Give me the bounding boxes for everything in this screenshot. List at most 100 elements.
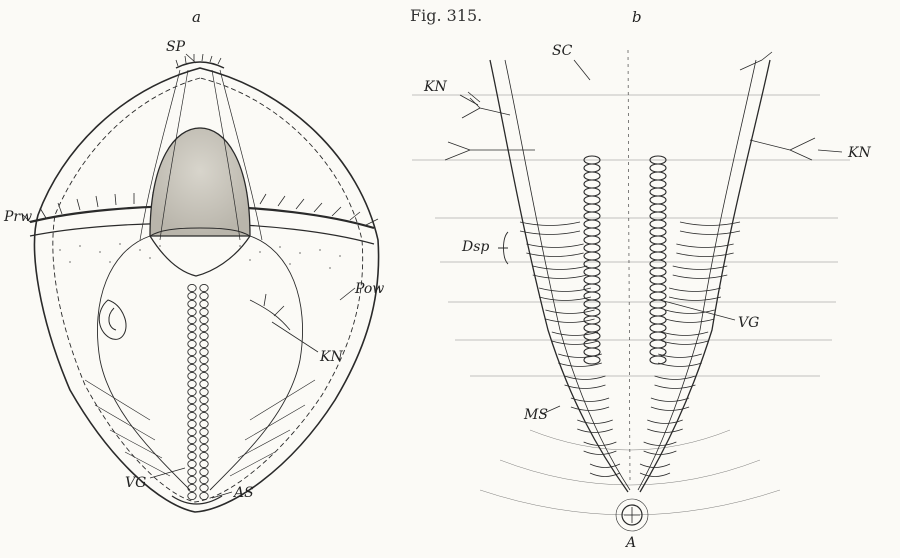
ganglion-bead (200, 484, 208, 491)
ganglion-bead (188, 364, 196, 371)
faint-lines (412, 95, 850, 376)
nerve-coil (584, 212, 600, 220)
ganglion-bead (200, 300, 208, 307)
label-a: A (626, 536, 636, 550)
sc-leader (574, 60, 590, 80)
label-pow: Pow (355, 282, 384, 296)
nerve-coil (584, 332, 600, 340)
nerve-coil (650, 204, 666, 212)
label-sp: SP (166, 40, 185, 54)
mesoderm-segment (669, 288, 721, 301)
ganglion-bead (188, 484, 196, 491)
label-ms: MS (524, 408, 548, 422)
ganglion-bead (200, 468, 208, 475)
label-kn-b-right: KN (848, 146, 871, 160)
trunk-wall-left-inner (505, 60, 630, 490)
larva-drawing (22, 54, 379, 512)
label-sc: SC (552, 44, 572, 58)
ganglion-bead (200, 476, 208, 483)
nerve-coil (650, 348, 666, 356)
posterior-striations (85, 380, 315, 476)
sp-leader (186, 54, 196, 63)
ganglion-bead (200, 308, 208, 315)
nerve-coil (650, 220, 666, 228)
nerve-coil (650, 196, 666, 204)
mesoderm-segment (533, 266, 588, 279)
nerve-coil (584, 172, 600, 180)
nerve-coil (650, 164, 666, 172)
nerve-coil (584, 228, 600, 236)
nerve-coil (650, 180, 666, 188)
mesoderm-segment (673, 266, 728, 279)
ganglion-bead (188, 324, 196, 331)
mesoderm-segment (665, 310, 714, 323)
nerve-coil (650, 188, 666, 196)
kn-branch (250, 294, 290, 330)
nerve-coil (584, 244, 600, 252)
label-kn-b-left: KN (424, 80, 447, 94)
trunk-wall-left (490, 60, 628, 492)
nerve-coil (584, 260, 600, 268)
mesoderm-segment (655, 376, 696, 389)
prototroch-stipple (59, 243, 341, 269)
mesoderm-segment (658, 354, 702, 367)
ganglion-bead (188, 356, 196, 363)
ganglion-bead (200, 452, 208, 459)
nerve-coil (584, 180, 600, 188)
nerve-coil (584, 252, 600, 260)
trunk-drawing (412, 50, 850, 531)
ganglion-bead (188, 492, 196, 499)
nerve-coil (584, 284, 600, 292)
nerve-coil (650, 276, 666, 284)
kn-right-leader (818, 150, 842, 152)
ganglion-bead (188, 380, 196, 387)
ganglion-bead (188, 436, 196, 443)
trunk-wall-right-inner (638, 60, 756, 490)
nerve-coil (584, 356, 600, 364)
nerve-coil (650, 324, 666, 332)
ganglion-bead (188, 308, 196, 315)
midline (628, 50, 630, 480)
mesoderm-segment (552, 332, 598, 345)
ganglion-bead (200, 404, 208, 411)
ganglion-bead (188, 468, 196, 475)
mesoderm-segment (520, 222, 580, 235)
ganglion-bead (200, 348, 208, 355)
ganglion-bead (188, 284, 196, 291)
figure-caption: Fig. 315. (410, 8, 482, 24)
ganglion-bead (200, 332, 208, 339)
label-vg-b: VG (738, 316, 759, 330)
nerve-coil (650, 260, 666, 268)
nerve-coil (650, 316, 666, 324)
nerve-coil (650, 252, 666, 260)
ganglion-bead (188, 372, 196, 379)
side-loop-left (97, 236, 190, 490)
nerve-coil (584, 188, 600, 196)
vg-leader (150, 468, 185, 478)
kn-left-branch (445, 92, 535, 160)
vg-b-leader (660, 300, 735, 320)
label-vg-a: VG (125, 476, 146, 490)
mesoderm-segment (647, 420, 682, 433)
dsp-bracket (498, 232, 508, 264)
nerve-coil (650, 292, 666, 300)
pow-leader (340, 288, 355, 300)
ganglion-bead (200, 460, 208, 467)
label-as: AS (234, 486, 254, 500)
ganglion-bead (188, 420, 196, 427)
ganglion-bead (188, 348, 196, 355)
ganglion-bead (200, 356, 208, 363)
nerve-coil (584, 220, 600, 228)
ganglion-bead (200, 316, 208, 323)
nerve-coil (584, 204, 600, 212)
label-prw: Prw (4, 210, 32, 224)
as-leader (212, 492, 232, 498)
mesoderm-segment (662, 332, 708, 345)
nerve-coil (584, 196, 600, 204)
ganglion-bead (188, 396, 196, 403)
ganglion-bead (200, 292, 208, 299)
nerve-coil (584, 276, 600, 284)
ganglion-bead (188, 460, 196, 467)
nerve-coil (650, 340, 666, 348)
